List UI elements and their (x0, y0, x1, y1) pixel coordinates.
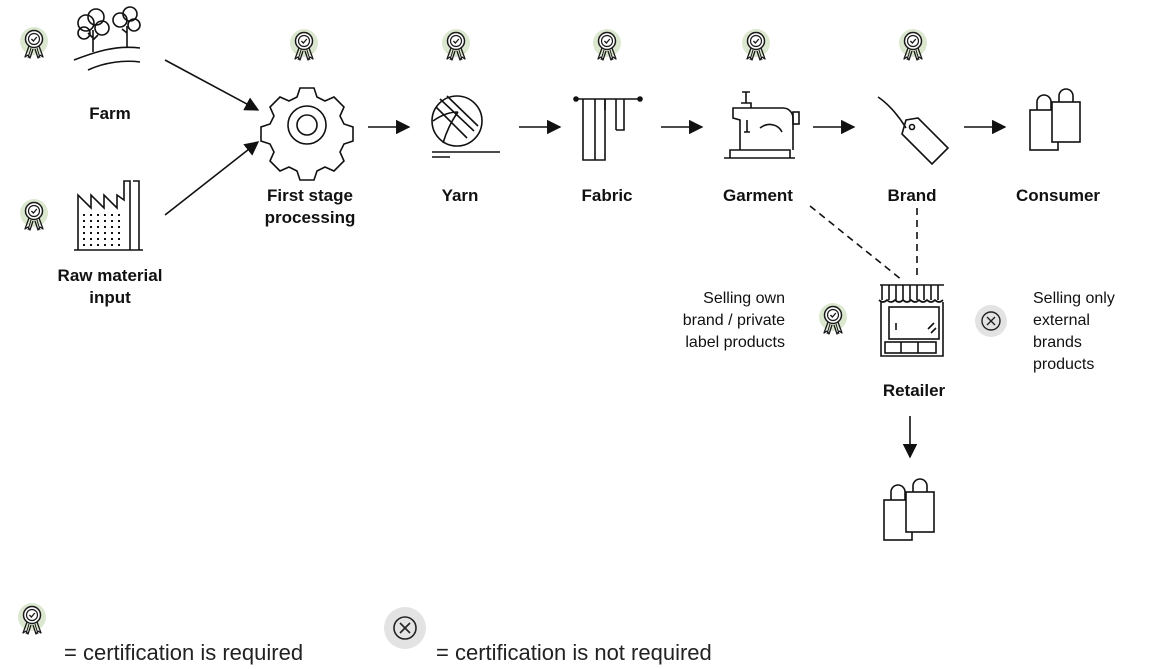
badge-icon-garment (741, 28, 771, 61)
flow-arrows (164, 59, 1007, 459)
external-note-line4: products (1033, 356, 1095, 373)
gear-icon (260, 87, 354, 181)
x-circle-icon-retailer (975, 305, 1007, 337)
brand-label: Brand (887, 186, 937, 205)
badge-icon-fabric (592, 28, 622, 61)
badge-icon-yarn (441, 28, 471, 61)
badge-icon-processing (289, 28, 319, 61)
raw-material-label-line2: input (89, 288, 131, 307)
x-circle-icon-legend (384, 607, 426, 649)
sewing-machine-icon (724, 91, 800, 159)
storefront-icon (878, 284, 944, 357)
external-note-line2: external (1033, 312, 1090, 329)
arrow-raw-to-processing (164, 141, 260, 216)
fabric-icon (573, 96, 643, 161)
external-note-line1: Selling only (1033, 290, 1115, 307)
own-brand-note-line2: brand / private (682, 312, 785, 329)
dashed-garment-to-retailer (809, 205, 903, 281)
own-brand-note-line3: label products (685, 334, 785, 351)
badge-icon-legend (17, 602, 47, 635)
retailer-label: Retailer (882, 381, 946, 400)
external-note-line3: brands (1033, 334, 1082, 351)
certification-badges (17, 26, 928, 635)
badge-icon-retailer-own (818, 302, 848, 335)
factory-icon (74, 180, 143, 251)
own-brand-note-line1: Selling own (703, 290, 785, 307)
badge-icon-farm (19, 26, 49, 59)
shopping-bags-icon-retailer (883, 478, 935, 541)
consumer-label: Consumer (1015, 186, 1101, 205)
first-stage-label-line2: processing (264, 208, 356, 227)
external-brands-note: Selling only external brands products (1033, 288, 1143, 376)
fabric-label: Fabric (581, 186, 633, 205)
badge-icon-raw-material (19, 198, 49, 231)
legend-required-text: = certification is required (64, 640, 304, 665)
raw-material-label-line1: Raw material (57, 266, 163, 285)
farm-icon (73, 6, 141, 71)
badge-icon-brand (898, 28, 928, 61)
farm-label: Farm (89, 104, 131, 123)
legend-not-required-text: = certification is not required (436, 640, 712, 665)
garment-label: Garment (723, 186, 793, 205)
price-tag-icon (877, 96, 950, 166)
raw-material-label: Raw material input (40, 265, 180, 309)
yarn-label: Yarn (441, 186, 479, 205)
dashed-connectors (809, 205, 918, 281)
yarn-ball-icon (431, 95, 500, 158)
own-brand-note: Selling own brand / private label produc… (640, 288, 785, 354)
first-stage-processing-label: First stage processing (245, 185, 375, 229)
first-stage-label-line1: First stage (267, 186, 353, 205)
arrow-farm-to-processing (164, 59, 260, 111)
shopping-bags-icon-consumer (1029, 88, 1081, 151)
